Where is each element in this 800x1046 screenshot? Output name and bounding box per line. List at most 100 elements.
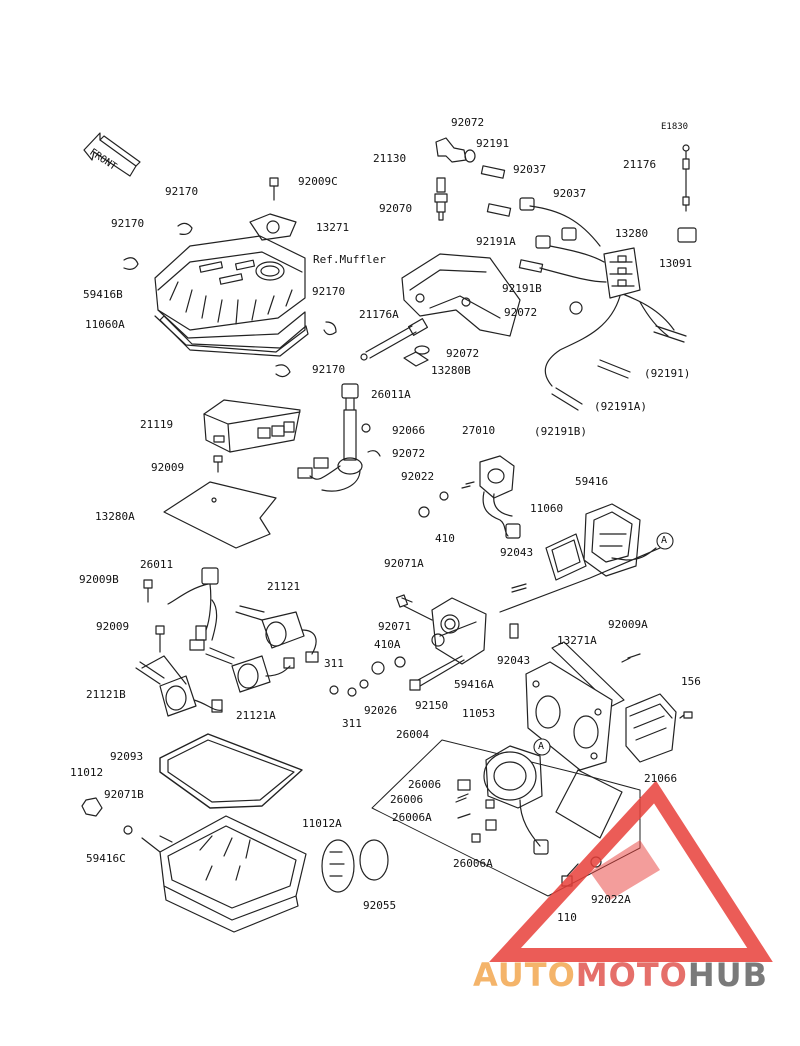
relay-block-icon <box>603 247 641 299</box>
part-label: 27010 <box>462 424 496 437</box>
pad-icon <box>403 351 429 367</box>
reference-line <box>141 655 187 685</box>
part-label: 21066 <box>644 772 678 785</box>
reference-line <box>371 739 641 897</box>
clip-icon <box>367 450 381 457</box>
grommet-icon <box>361 423 371 433</box>
part-label: 92071B <box>104 788 144 801</box>
part-label: (92191B) <box>534 425 587 438</box>
part-label: 410 <box>435 532 455 545</box>
bolt-icon <box>417 655 465 687</box>
part-label: 13280B <box>431 364 471 377</box>
part-label: (92191A) <box>594 400 647 413</box>
cap-icon <box>321 839 355 893</box>
o-ring-icon <box>371 661 385 675</box>
part-label: 92071 <box>378 620 412 633</box>
muffler-reference-icon <box>401 253 521 337</box>
part-label: 21121A <box>236 709 276 722</box>
part-label: 110 <box>557 911 577 924</box>
part-label: 13271A <box>557 634 597 647</box>
clamp-icon <box>561 227 577 241</box>
lower-case-icon <box>159 815 307 933</box>
part-label: 92043 <box>497 654 531 667</box>
ignition-coil-icon <box>135 661 223 717</box>
part-label: 59416B <box>83 288 123 301</box>
bolt-icon <box>213 455 223 473</box>
connector-icon <box>457 779 471 791</box>
sleeve-icon <box>551 387 583 411</box>
part-label: (92191) <box>644 367 691 380</box>
bolt-icon <box>621 653 641 663</box>
terminal-icon <box>471 833 481 843</box>
part-label: 92072 <box>451 116 485 129</box>
housing-icon <box>431 597 487 665</box>
part-label: 92072 <box>446 347 480 360</box>
spark-plug-cap-icon <box>435 137 476 163</box>
part-label: 21119 <box>140 418 174 431</box>
bolt-icon <box>155 625 165 653</box>
sleeve-icon <box>518 259 544 273</box>
part-label: 26011A <box>371 388 411 401</box>
reference-line <box>141 835 173 853</box>
part-label: 26006 <box>390 793 424 806</box>
nut-icon <box>394 656 406 668</box>
watermark-text: AUTOMOTOHUB <box>473 955 768 995</box>
clamp-icon <box>535 235 551 249</box>
part-label: 21121B <box>86 688 126 701</box>
part-label: 92022A <box>591 893 631 906</box>
nut-icon <box>329 685 339 695</box>
terminal-icon <box>485 799 495 809</box>
sleeve-icon <box>480 165 506 179</box>
front-arrow-icon <box>83 132 141 177</box>
part-label: 21121 <box>267 580 301 593</box>
bolt-icon <box>409 679 421 691</box>
reference-marker-a <box>533 738 551 756</box>
watermark-part: MOTO <box>575 956 688 994</box>
part-label: 26006A <box>392 811 432 824</box>
o-ring-icon <box>359 839 389 881</box>
clip-icon <box>177 222 193 235</box>
part-label: 26006 <box>408 778 442 791</box>
part-label: 92150 <box>415 699 449 712</box>
part-label: 92072 <box>392 447 426 460</box>
connector-block-icon <box>677 227 697 243</box>
spark-plug-icon <box>434 177 448 221</box>
ecu-box-icon <box>203 399 301 453</box>
part-label: 92071A <box>384 557 424 570</box>
bolt-icon <box>679 711 693 719</box>
gasket-icon <box>551 641 625 707</box>
cross-reference-label: Ref.Muffler <box>313 253 386 266</box>
part-label: 26011 <box>140 558 174 571</box>
part-label: 92170 <box>312 363 346 376</box>
watermark-logo-icon <box>489 780 773 962</box>
part-label: 13091 <box>659 257 693 270</box>
part-label: 92191B <box>502 282 542 295</box>
part-label: 13271 <box>316 221 350 234</box>
part-label: 59416A <box>454 678 494 691</box>
terminal-icon <box>485 819 497 831</box>
reference-line <box>555 769 623 839</box>
part-label: 11060 <box>530 502 564 515</box>
sensor-icon <box>360 318 429 361</box>
washer-icon <box>431 633 445 647</box>
gasket-icon <box>249 213 297 241</box>
washer-icon <box>418 506 430 518</box>
part-label: 92055 <box>363 899 397 912</box>
part-label: 92043 <box>500 546 534 559</box>
part-label: 21176 <box>623 158 657 171</box>
reference-marker-a <box>656 532 674 550</box>
part-label: 26004 <box>396 728 430 741</box>
part-label: 92191A <box>476 235 516 248</box>
part-label: 156 <box>681 675 701 688</box>
magneto-housing-icon <box>483 745 549 855</box>
washer-icon <box>359 679 369 689</box>
part-label: 92022 <box>401 470 435 483</box>
bracket-cover-icon <box>583 503 641 577</box>
reference-marker-label: A <box>538 741 545 752</box>
nut-icon <box>123 825 133 835</box>
part-label: 92009 <box>151 461 185 474</box>
clamp-icon <box>519 197 535 211</box>
clip-icon <box>123 257 139 270</box>
